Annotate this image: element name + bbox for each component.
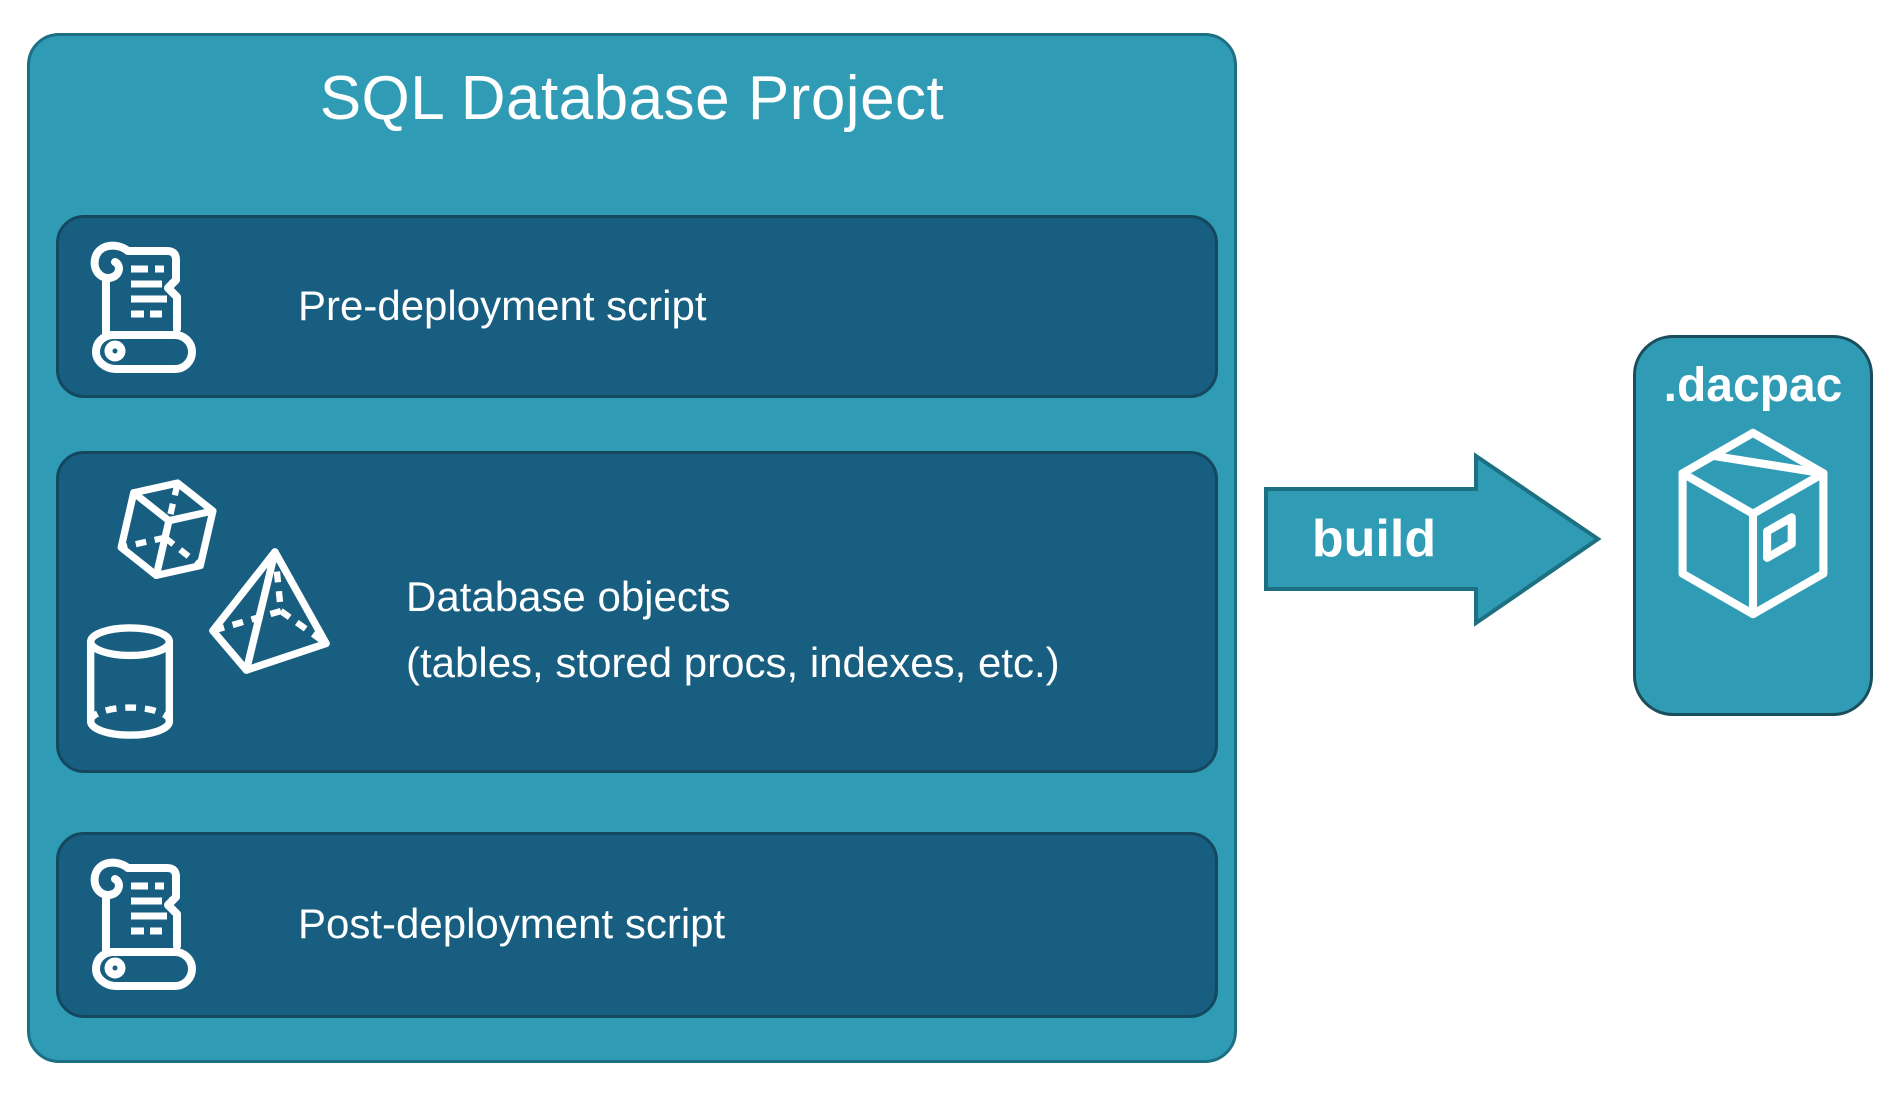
database-objects-label: Database objects (tables, stored procs, … bbox=[406, 564, 1060, 696]
scroll-icon bbox=[90, 241, 196, 373]
dacpac-box: .dacpac bbox=[1633, 335, 1873, 716]
package-icon bbox=[1678, 428, 1828, 619]
post-deployment-box: Post-deployment script bbox=[56, 832, 1218, 1018]
pre-deployment-label: Pre-deployment script bbox=[298, 281, 707, 329]
database-objects-box: Database objects (tables, stored procs, … bbox=[56, 451, 1218, 773]
database-objects-label-line2: (tables, stored procs, indexes, etc.) bbox=[406, 639, 1060, 686]
post-deployment-label: Post-deployment script bbox=[298, 899, 726, 947]
sql-database-project-box: SQL Database Project Pre-deployment scri… bbox=[27, 33, 1237, 1063]
build-arrow bbox=[1264, 452, 1602, 627]
cuboid-icon bbox=[117, 479, 217, 579]
project-title: SQL Database Project bbox=[319, 64, 945, 133]
scroll-icon bbox=[90, 858, 196, 990]
pyramid-icon bbox=[209, 548, 330, 674]
build-label: build bbox=[1311, 510, 1437, 568]
pre-deployment-box: Pre-deployment script bbox=[56, 215, 1218, 398]
dacpac-title: .dacpac bbox=[1663, 359, 1843, 412]
cylinder-icon bbox=[86, 624, 174, 739]
database-objects-label-line1: Database objects bbox=[406, 573, 731, 620]
